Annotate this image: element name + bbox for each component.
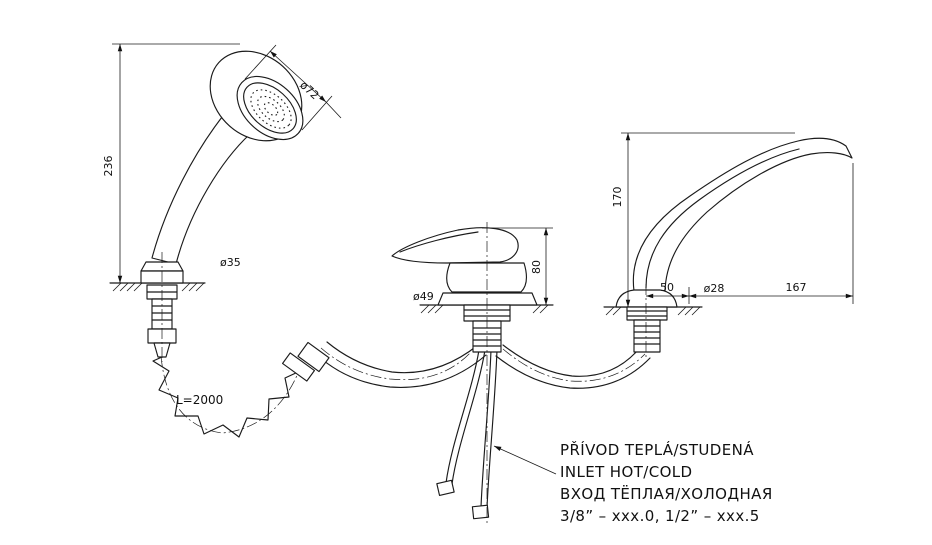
mixer-lever: [391, 227, 519, 264]
note-line-ru: ВХОД ТЁПЛАЯ/ХОЛОДНАЯ: [560, 484, 773, 503]
right-supply-pipe: [495, 344, 651, 389]
spray-face-icon: [250, 89, 292, 129]
shower-hose: [152, 341, 330, 438]
inlet-note: PŘÍVOD TEPLÁ/STUDENÁ INLET HOT/COLD ВХОД…: [493, 440, 773, 525]
spout: [615, 137, 853, 360]
note-line-sizes: 3/8” – xxx.0, 1/2” – xxx.5: [560, 507, 760, 525]
left-supply-pipe: [315, 341, 487, 388]
mixer: [391, 222, 538, 526]
hose-nut-icon: [436, 479, 455, 496]
dim-shower-base-diameter: ø35: [220, 256, 241, 269]
dim-mixer-base-diameter: ø49: [413, 290, 434, 303]
mixer-escutcheon: [437, 292, 538, 306]
dim-spout-reach: 167: [786, 281, 807, 294]
dim-spout-height: 170: [611, 187, 624, 208]
spout-body: [632, 137, 853, 292]
note-line-en: INLET HOT/COLD: [560, 463, 693, 481]
leader-arrow-icon: [493, 445, 557, 475]
mixer-cap: [446, 262, 527, 293]
inlet-hoses: [436, 349, 498, 520]
mounting-decks: [109, 282, 703, 316]
hose-nut-icon: [471, 504, 490, 520]
dim-spout-base-diameter: ø28: [704, 282, 725, 295]
dim-hose-length: L=2000: [176, 393, 223, 407]
dim-mixer-height: 80: [530, 260, 543, 274]
hose-fitting-icon: [297, 341, 330, 373]
note-line-cz: PŘÍVOD TEPLÁ/STUDENÁ: [560, 440, 754, 459]
hand-shower: [140, 50, 304, 362]
dim-shower-height: 236: [102, 156, 115, 177]
shower-handle: [151, 111, 251, 265]
dim-spout-offset: 50: [660, 281, 674, 294]
hose-fitting-icon: [281, 352, 316, 382]
